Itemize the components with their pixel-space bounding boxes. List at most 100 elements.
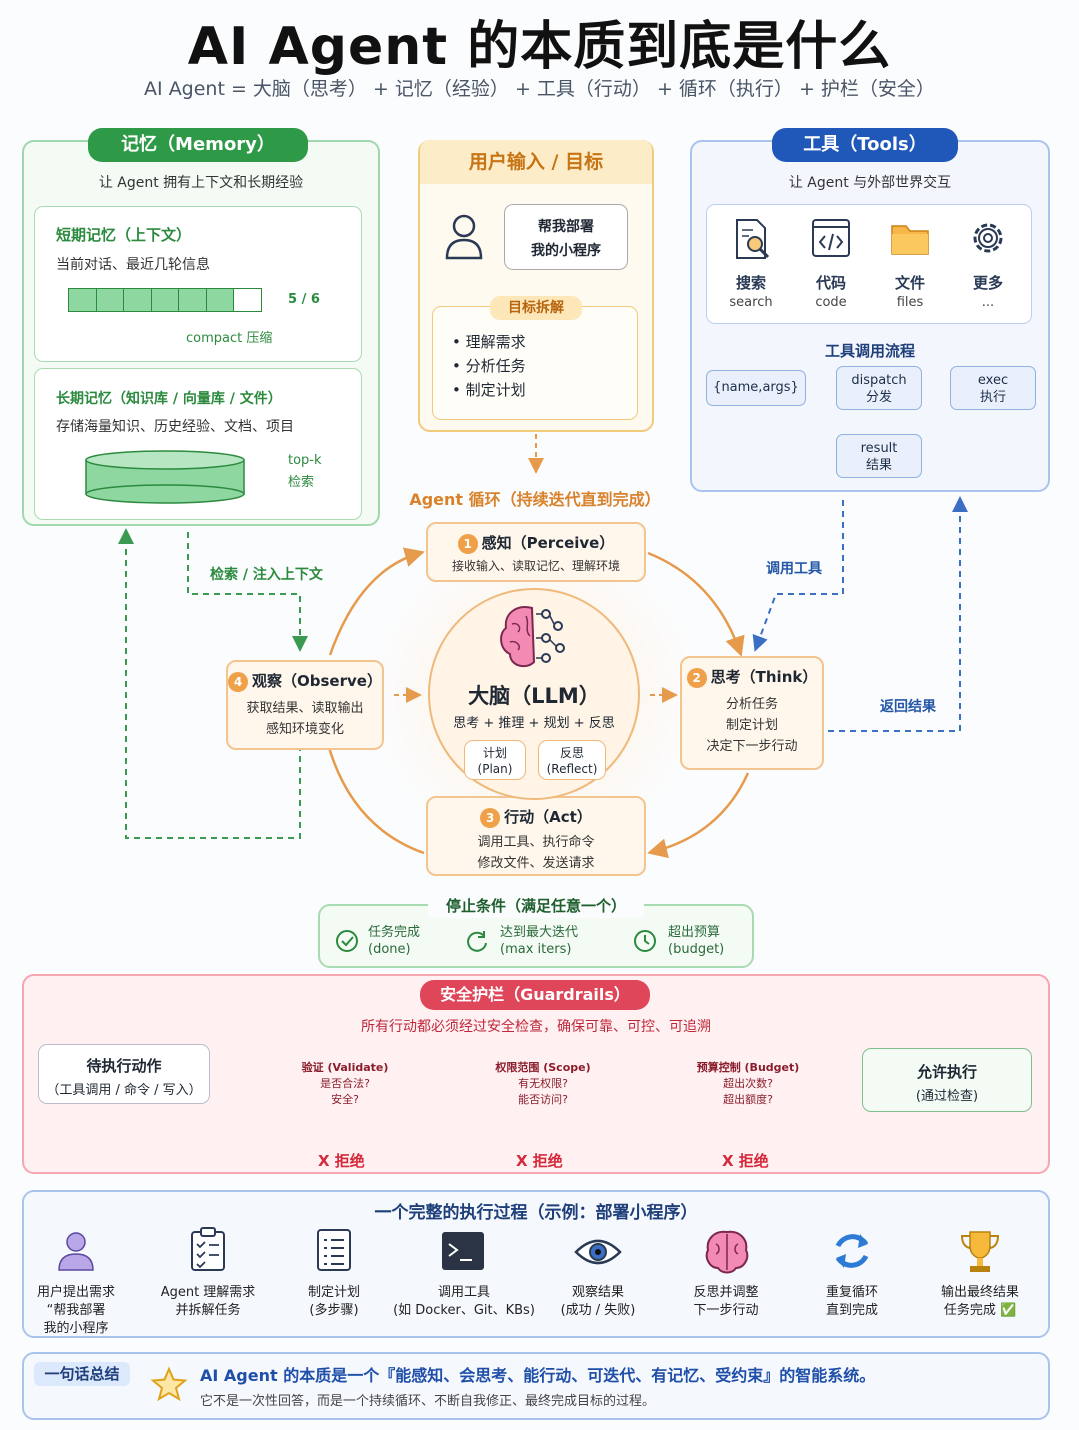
- tool-name: 文件: [894, 274, 925, 292]
- user-icon: [445, 214, 483, 260]
- context-window-bar: [68, 288, 262, 312]
- tool-files[interactable]: 文件 files: [878, 216, 942, 310]
- return-result-label: 返回结果: [880, 699, 936, 715]
- summary-sub: 它不是一次性回答，而是一个持续循环、不断自我修正、最终完成目标的过程。: [200, 1394, 656, 1409]
- short-memory-card: [34, 206, 362, 362]
- exec-step-label: 重复循环直到完成: [825, 1285, 878, 1318]
- tool-call-box: {name,args}: [706, 370, 806, 406]
- user-icon: [58, 1232, 94, 1271]
- short-memory-count: 5 / 6: [288, 292, 320, 307]
- exec-step-label: 反思并调整下一步行动: [693, 1285, 759, 1318]
- gear-icon: [973, 223, 1003, 253]
- star-icon: [150, 1366, 188, 1402]
- execution-title: 一个完整的执行过程（示例：部署小程序）: [374, 1203, 698, 1223]
- page-subtitle: AI Agent = 大脑（思考） + 记忆（经验） + 工具（行动） + 循环…: [144, 78, 935, 100]
- bubble-line-2: 我的小程序: [531, 243, 601, 259]
- code-icon: [812, 219, 850, 257]
- tools-desc: 让 Agent 与外部世界交互: [788, 175, 952, 191]
- terminal-icon: [442, 1232, 484, 1270]
- tool-name: 代码: [815, 274, 846, 292]
- decomp-item: • 理解需求: [452, 333, 526, 351]
- tool-en: code: [815, 295, 847, 310]
- tool-en: ...: [981, 295, 995, 310]
- decomp-title: 目标拆解: [490, 296, 582, 320]
- check-budget-text: 预算控制 (Budget)超出次数?超出额度?: [696, 1061, 800, 1106]
- pending-action-box: 待执行动作 （工具调用 / 命令 / 写入）: [38, 1044, 210, 1104]
- tool-name: 搜索: [735, 274, 766, 292]
- tool-en: search: [729, 295, 773, 310]
- exec-step-label: 调用工具(如 Docker、Git、KBs): [393, 1285, 535, 1318]
- exec-step-label: 输出最终结果任务完成 ✅: [940, 1285, 1019, 1318]
- brain-desc: 思考 + 推理 + 规划 + 反思: [453, 716, 615, 731]
- reject-label: X 拒绝: [318, 1152, 365, 1170]
- stop-item-done: 任务完成(done): [368, 925, 421, 957]
- summary-label: 一句话总结: [34, 1362, 130, 1386]
- guardrails-desc: 所有行动都必须经过安全检查，确保可靠、可控、可追溯: [361, 1019, 711, 1035]
- check-scope-text: 权限范围 (Scope)有无权限?能否访问?: [495, 1061, 591, 1106]
- loop-title: Agent 循环（持续迭代直到完成）: [409, 490, 661, 509]
- tool-more[interactable]: 更多 ...: [956, 216, 1020, 310]
- brain-title: 大脑（LLM）: [468, 684, 600, 708]
- guardrails-pill: 安全护栏（Guardrails）: [420, 980, 650, 1010]
- short-memory-title: 短期记忆（上下文）: [56, 226, 192, 244]
- tool-flow-title: 工具调用流程: [824, 342, 915, 360]
- plan-chip: 计划(Plan): [464, 740, 526, 780]
- search-doc-icon: [736, 219, 770, 259]
- page-title: AI Agent 的本质到底是什么: [187, 17, 892, 77]
- tool-code[interactable]: 代码 code: [799, 216, 863, 310]
- refresh-icon: [467, 931, 487, 952]
- clock-icon: [634, 930, 656, 952]
- decomp-item: • 制定计划: [452, 381, 526, 399]
- allow-execute-box: 允许执行 (通过检查): [862, 1048, 1032, 1112]
- check-validate-text: 验证 (Validate)是否合法?安全?: [301, 1061, 389, 1106]
- trophy-icon: [960, 1231, 1000, 1272]
- retrieve-inject-label: 检索 / 注入上下文: [210, 567, 323, 583]
- tool-name: 更多: [972, 274, 1003, 292]
- brain-icon: [705, 1230, 749, 1274]
- reject-label: X 拒绝: [516, 1152, 563, 1170]
- tools-pill: 工具（Tools）: [772, 128, 958, 162]
- user-goal-title: 用户输入 / 目标: [420, 140, 652, 184]
- long-memory-desc: 存储海量知识、历史经验、文档、项目: [56, 419, 294, 435]
- memory-desc: 让 Agent 拥有上下文和长期经验: [98, 175, 304, 191]
- compact-label: compact 压缩: [186, 331, 273, 346]
- summary-main: AI Agent 的本质是一个『能感知、会思考、能行动、可迭代、有记忆、受约束』…: [200, 1366, 876, 1385]
- stop-item-max-iters: 达到最大迭代(max iters): [500, 925, 579, 957]
- stop-item-budget: 超出预算(budget): [668, 925, 725, 957]
- exec-step-label: 用户提出需求“帮我部署我的小程序: [36, 1285, 115, 1336]
- call-tool-label: 调用工具: [766, 561, 822, 577]
- exec-step-label: Agent 理解需求并拆解任务: [160, 1285, 256, 1318]
- bubble-line-1: 帮我部署: [538, 219, 594, 235]
- eye-icon: [574, 1239, 622, 1265]
- speech-bubble: [504, 204, 628, 270]
- decomp-item: • 分析任务: [452, 357, 526, 375]
- checklist-icon: [191, 1227, 225, 1271]
- reject-label: X 拒绝: [722, 1152, 769, 1170]
- exec-step-label: 制定计划(多步骤): [307, 1285, 360, 1318]
- list-icon: [317, 1229, 351, 1271]
- loop-icon: [835, 1234, 869, 1268]
- database-icon: [85, 450, 245, 504]
- tool-search[interactable]: 搜索 search: [719, 216, 783, 310]
- topk-label: top-k: [288, 453, 322, 468]
- check-circle-icon: [336, 930, 358, 952]
- folder-icon: [891, 225, 929, 255]
- reflect-chip: 反思(Reflect): [538, 740, 606, 780]
- summary-panel: [22, 1352, 1050, 1420]
- long-memory-title: 长期记忆（知识库 / 向量库 / 文件）: [56, 391, 282, 407]
- tool-en: files: [896, 295, 924, 310]
- memory-pill: 记忆（Memory）: [88, 128, 308, 162]
- decomp-card: [432, 306, 638, 420]
- brain-icon: [500, 606, 565, 668]
- retrieve-label: 检索: [288, 475, 315, 490]
- exec-step-label: 观察结果(成功 / 失败): [560, 1285, 636, 1318]
- short-memory-desc: 当前对话、最近几轮信息: [56, 257, 210, 273]
- stop-title: 停止条件（满足任意一个）: [428, 894, 644, 918]
